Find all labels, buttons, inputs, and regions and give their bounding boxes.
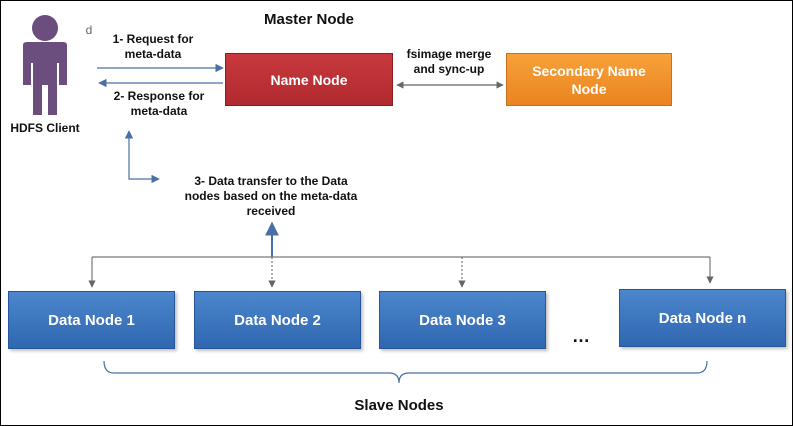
transfer-arrow <box>124 130 160 184</box>
request-label: 1- Request for meta-data <box>112 32 194 61</box>
data-node-label: Data Node 3 <box>419 311 506 329</box>
data-node-label: Data Node 1 <box>48 311 135 329</box>
slave-nodes-label: Slave Nodes <box>354 397 444 414</box>
person-icon <box>23 15 67 115</box>
response-label: 2- Response for meta-data <box>113 89 205 118</box>
data-node-2: Data Node 2 <box>194 291 361 349</box>
secondary-name-node-label: Secondary Name Node <box>532 62 646 97</box>
ellipsis: … <box>572 326 590 346</box>
data-node-label: Data Node n <box>658 309 747 327</box>
transfer-label: 3- Data transfer to the Data nodes based… <box>184 174 358 218</box>
data-node-1: Data Node 1 <box>8 291 175 349</box>
diagram-title: Master Node <box>263 11 355 28</box>
secondary-name-node-box: Secondary Name Node <box>506 53 672 106</box>
data-node-n: Data Node n <box>619 289 786 347</box>
name-node-label: Name Node <box>270 71 348 88</box>
client-label: HDFS Client <box>10 121 80 135</box>
data-node-label: Data Node 2 <box>234 311 321 329</box>
data-node-3: Data Node 3 <box>379 291 546 349</box>
client-badge: d <box>85 23 93 37</box>
name-node-box: Name Node <box>225 53 393 106</box>
sync-label: fsimage merge and sync-up <box>406 47 492 76</box>
slave-nodes-brace <box>103 360 708 384</box>
